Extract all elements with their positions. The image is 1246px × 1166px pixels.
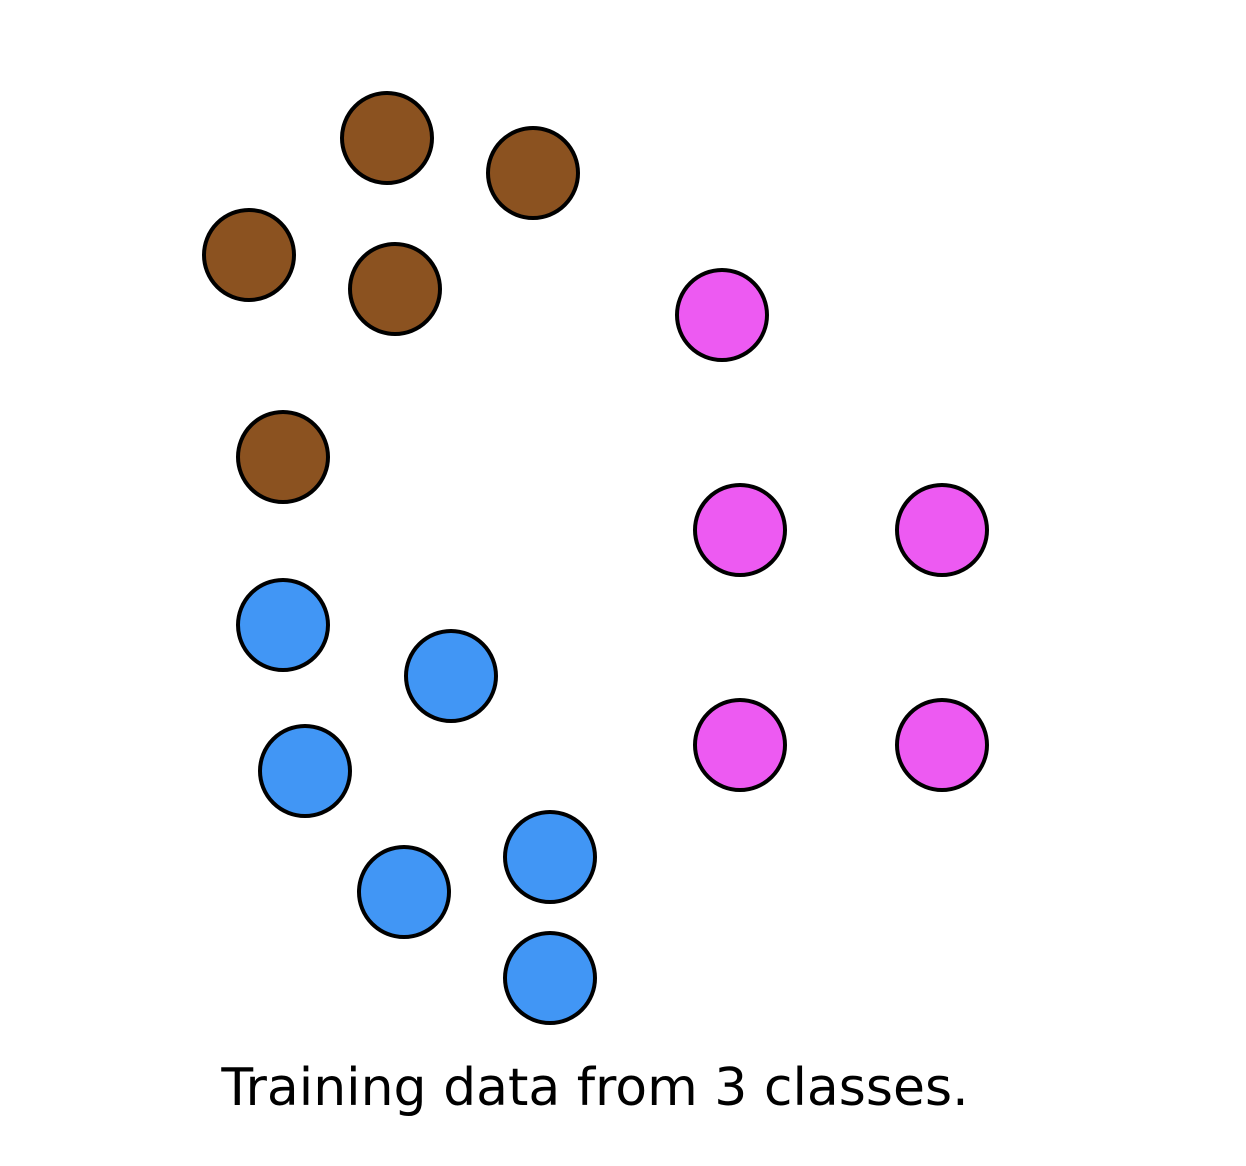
class-1-point — [236, 410, 330, 504]
class-1-point — [348, 242, 442, 336]
class-2-point — [693, 698, 787, 792]
class-2-point — [895, 698, 989, 792]
class-3-point — [357, 845, 451, 939]
class-3-point — [258, 724, 352, 818]
class-3-point — [503, 810, 597, 904]
class-3-points — [236, 578, 597, 1025]
figure-caption: Training data from 3 classes. — [221, 1058, 969, 1118]
class-3-point — [236, 578, 330, 672]
class-2-points — [675, 268, 989, 792]
class-2-point — [693, 483, 787, 577]
class-2-point — [895, 483, 989, 577]
class-1-points — [202, 91, 580, 504]
class-3-point — [503, 931, 597, 1025]
class-1-point — [340, 91, 434, 185]
class-1-point — [486, 126, 580, 220]
class-2-point — [675, 268, 769, 362]
class-3-point — [404, 629, 498, 723]
class-1-point — [202, 208, 296, 302]
points-layer — [202, 91, 989, 1025]
